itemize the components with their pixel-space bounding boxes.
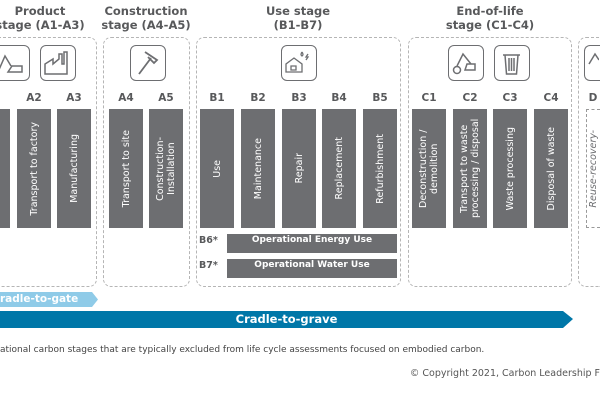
module-code: A5: [158, 92, 174, 104]
module-label: Deconstruction / demolition: [418, 129, 440, 208]
module-bar: Waste processing: [493, 109, 527, 228]
module-bar: Maintenance: [241, 109, 275, 228]
title-line: (B1-B7): [273, 18, 323, 32]
title-line: stage (A4-A5): [101, 18, 191, 32]
module-bar: Manufacturing: [57, 109, 91, 228]
module-label: Reuse-recovery-: [588, 129, 599, 208]
title-line: stage (A1-A3): [0, 18, 85, 32]
house-icon: [281, 45, 317, 81]
module-label: Maintenance: [252, 137, 264, 200]
trash-can-icon: [494, 45, 530, 81]
module-label: Use: [211, 159, 223, 178]
module-code: A3: [66, 92, 82, 104]
footnote: ational carbon stages that are typically…: [0, 345, 485, 355]
beyond-stage-box: [578, 37, 600, 287]
factory-icon: [40, 45, 76, 81]
module-code: B2: [250, 92, 266, 104]
module-label: Replacement: [333, 137, 345, 200]
product-stage-box: [0, 37, 97, 287]
module-label: Manufacturing: [68, 134, 80, 203]
module-bar: Replacement: [322, 109, 356, 228]
excavator-icon: [0, 45, 30, 81]
title-line: End-of-life: [456, 4, 524, 18]
hammer-icon: [130, 45, 166, 81]
demolition-icon: [448, 45, 484, 81]
module-code: B5: [372, 92, 388, 104]
construction-stage-box: [103, 37, 190, 287]
module-label: Transport to factory: [28, 121, 40, 216]
recycle-icon: [584, 45, 600, 81]
use-stage-box: [196, 37, 401, 287]
cradle-to-gate-arrow: [0, 292, 98, 307]
module-code: C2: [462, 92, 478, 104]
module-bar: Deconstruction / demolition: [412, 109, 446, 228]
title-line: Product: [14, 4, 66, 18]
module-label: Waste processing: [504, 126, 516, 211]
operational-energy-bar: Operational Energy Use: [227, 234, 397, 253]
cradle-to-grave-label: Cradle-to-grave: [235, 312, 338, 326]
module-label: Disposal of waste: [545, 126, 557, 211]
module-label: Transport to site: [120, 129, 132, 208]
module-code: A4: [118, 92, 134, 104]
module-code: B4: [331, 92, 347, 104]
title-line: stage (C1-C4): [445, 18, 535, 32]
module-bar: Construction- Installation: [149, 109, 183, 228]
module-bar: Transport to factory: [17, 109, 51, 228]
module-code: B3: [291, 92, 307, 104]
module-code: C3: [502, 92, 518, 104]
end-of-life-stage-box: [408, 37, 572, 287]
module-bar: Reuse-recovery-: [586, 109, 600, 228]
module-code-b7: B7*: [199, 260, 218, 271]
module-bar: Refurbishment: [363, 109, 397, 228]
module-label: Transport to waste processing / disposal: [459, 118, 481, 219]
stage-title-use: Use stage(B1-B7): [248, 4, 348, 32]
operational-water-bar: Operational Water Use: [227, 259, 397, 278]
module-code: C4: [543, 92, 559, 104]
scope-arrows: [0, 292, 573, 328]
module-code: A2: [26, 92, 42, 104]
copyright: © Copyright 2021, Carbon Leadership F: [409, 368, 600, 379]
module-code: C1: [421, 92, 437, 104]
module-label: Repair: [293, 153, 305, 184]
module-bar-a1: [0, 109, 10, 228]
module-label: Construction- Installation: [155, 136, 177, 201]
module-bar: Transport to site: [109, 109, 143, 228]
module-bar: Repair: [282, 109, 316, 228]
module-code: D: [588, 92, 598, 104]
title-line: Use stage: [265, 4, 331, 18]
module-bar: Disposal of waste: [534, 109, 568, 228]
module-bar: Use: [200, 109, 234, 228]
title-line: Construction: [104, 4, 188, 18]
cradle-to-gate-label: radle-to-gate: [0, 293, 79, 305]
module-code-b6: B6*: [199, 235, 218, 246]
module-code: B1: [209, 92, 225, 104]
module-bar: Transport to waste processing / disposal: [453, 109, 487, 228]
module-label: Refurbishment: [374, 133, 386, 204]
cradle-to-grave-arrow: [0, 311, 573, 328]
